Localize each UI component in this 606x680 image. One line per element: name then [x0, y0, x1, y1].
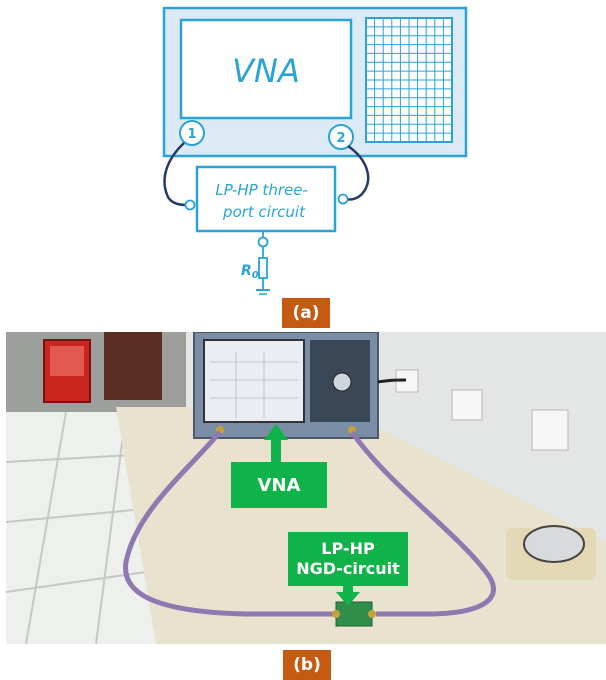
ngd-arrow: [336, 584, 360, 606]
cable-right: [343, 144, 370, 201]
circuit-box: [195, 165, 337, 233]
wall-socket-1: [451, 389, 483, 421]
caption-b: (b): [283, 650, 331, 680]
vna-instrument-screen: [203, 339, 305, 423]
resistor-subscript: 0: [252, 270, 259, 281]
port-2-label: 2: [336, 131, 345, 146]
ngd-circuit-board: [335, 601, 373, 627]
port-2: [328, 124, 354, 150]
ngd-sma-right: [368, 610, 376, 618]
coax-cable: [123, 430, 336, 617]
circuit-label: LP-HP three- port circuit: [215, 181, 312, 221]
vna-photo-label: VNA: [231, 462, 327, 508]
vna-grid-display: [365, 17, 453, 143]
caption-a: (a): [282, 298, 330, 328]
mouse: [523, 525, 585, 563]
port-1: [179, 120, 205, 146]
cable-left: [163, 142, 189, 207]
vna-arrow: [264, 424, 288, 462]
vna-title: VNA: [232, 52, 300, 90]
right-wall: [366, 332, 606, 542]
vna-instrument-grid: [210, 352, 298, 418]
vna-instrument-knob: [332, 372, 352, 392]
fire-cabinet-window: [50, 346, 84, 376]
port-1-label: 1: [187, 127, 196, 142]
coax-cable-2: [349, 430, 496, 617]
resistor-letter: R: [241, 263, 252, 279]
wall-socket-2: [531, 409, 569, 451]
resistor: [258, 257, 268, 279]
lab-photo: [6, 332, 606, 644]
resistor-label: R0: [241, 263, 259, 281]
schematic-diagram: VNA 1 2 LP-HP three- port circuit R0: [162, 6, 468, 295]
door: [104, 332, 162, 400]
circuit-port-bottom: [257, 236, 269, 248]
circuit-port-left: [184, 199, 196, 211]
power-cord: [377, 378, 407, 384]
ngd-circuit-label: LP-HP NGD-circuit: [288, 532, 408, 586]
vna-screen: [179, 18, 353, 120]
circuit-port-right: [337, 193, 349, 205]
ngd-sma-left: [332, 610, 340, 618]
